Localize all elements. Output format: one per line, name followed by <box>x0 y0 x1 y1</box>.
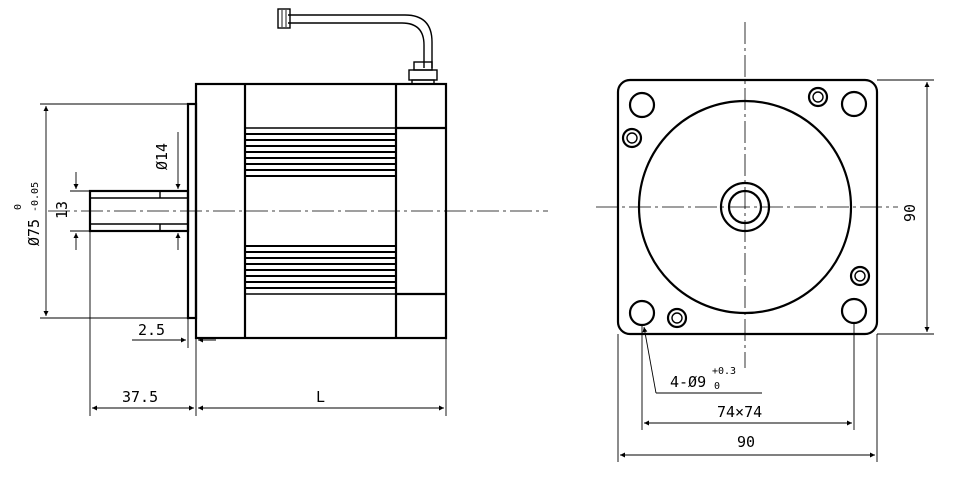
pilot-diameter-label: Ø75 <box>25 219 43 246</box>
pilot-tol-upper: 0 <box>13 204 24 210</box>
hole-tol-upper: +0.3 <box>712 366 736 377</box>
cable-gland <box>413 61 433 71</box>
cooling-fins-upper <box>245 133 396 177</box>
pilot-tol-lower: -0.05 <box>30 182 41 212</box>
shaft-length-label: 37.5 <box>122 388 158 406</box>
pilot-thickness-label: 2.5 <box>138 321 165 339</box>
mounting-hole <box>628 91 656 119</box>
hole-callout: 4-Ø9 +0.3 0 <box>642 326 762 394</box>
mounting-hole <box>840 90 868 118</box>
cooling-fins-lower <box>245 245 396 289</box>
front-view: 90 74×74 90 4-Ø9 +0.3 0 <box>596 22 934 462</box>
mounting-hole <box>628 299 656 327</box>
shaft-flat-dimension: Ø14 <box>153 132 184 250</box>
hole-callout-label: 4-Ø9 <box>670 373 706 391</box>
body-length-label: L <box>316 388 325 406</box>
mounting-hole <box>840 297 868 325</box>
cable <box>277 8 438 85</box>
side-view: Ø75 0 -0.05 13 Ø14 2.5 <box>13 8 548 416</box>
shaft-diameter-label: 13 <box>53 201 71 219</box>
front-height-label: 90 <box>901 204 919 222</box>
motor-body <box>194 82 448 340</box>
length-dimensions: 37.5 L <box>89 231 447 416</box>
shaft-inner-circle <box>727 189 763 225</box>
front-width-dimension: 90 <box>617 334 878 462</box>
hole-spacing-dimension: 74×74 <box>641 323 855 430</box>
hole-tol-lower: 0 <box>714 381 720 392</box>
front-flange <box>616 78 879 336</box>
shaft-flat-label: Ø14 <box>153 143 171 170</box>
front-height-dimension: 90 <box>877 79 934 335</box>
shaft <box>88 189 190 233</box>
threaded-holes <box>621 86 871 329</box>
cable-end-cap <box>277 8 291 29</box>
front-width-label: 90 <box>737 433 755 451</box>
shaft-outer-circle <box>719 181 771 233</box>
pilot-circle <box>637 99 853 315</box>
pilot-thickness-dimension: 2.5 <box>132 318 216 348</box>
hole-spacing-label: 74×74 <box>717 403 762 421</box>
pilot-diameter-dimension: Ø75 0 -0.05 <box>13 103 188 319</box>
mounting-holes <box>628 90 868 327</box>
shaft-diameter-dimension: 13 <box>53 172 90 250</box>
